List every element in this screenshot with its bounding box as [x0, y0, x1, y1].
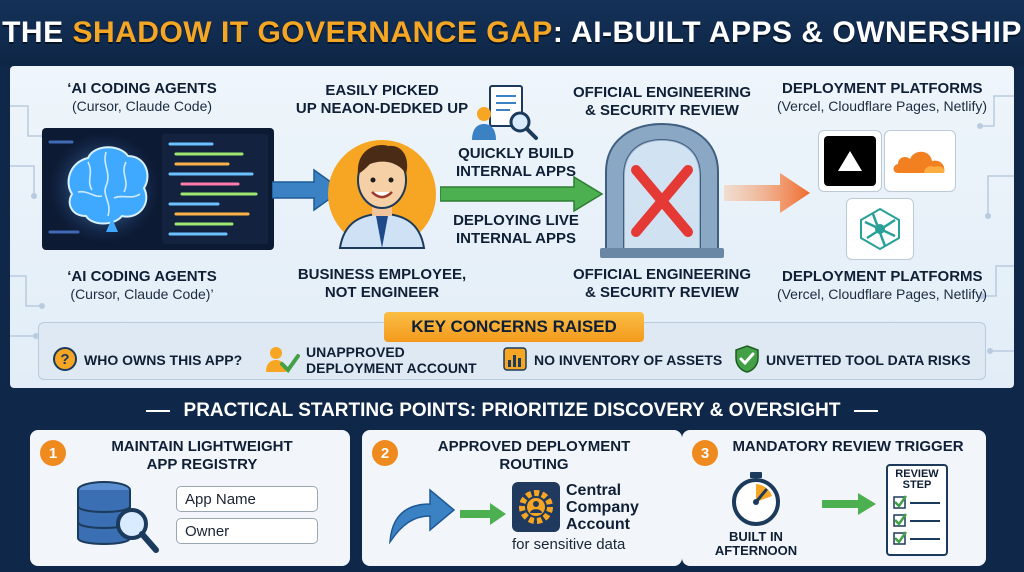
card3-title: MANDATORY REVIEW TRIGGER	[732, 438, 964, 455]
vercel-logo	[818, 130, 882, 192]
gear-user-icon	[512, 482, 560, 532]
netlify-logo	[846, 198, 914, 260]
card-number-1: 1	[40, 440, 66, 466]
account-line1: Central	[566, 482, 622, 499]
sensitive-data-note: for sensitive data	[512, 536, 626, 553]
review-top-line2: & SECURITY REVIEW	[585, 102, 739, 119]
document-search-icon	[472, 85, 538, 140]
database-search-icon	[77, 481, 159, 553]
timer-line1: BUILT IN	[729, 529, 783, 544]
deploy-line2: INTERNAL APPS	[455, 230, 576, 247]
checklist-line1: REVIEW	[895, 468, 939, 480]
review-top-line1: OFFICIAL ENGINEERING	[572, 84, 752, 101]
agents-top-title: ‘AI CODING AGENTS	[67, 80, 217, 97]
concerns-title: KEY CONCERNS RAISED	[384, 312, 644, 342]
circuit-decoration-left	[10, 105, 47, 339]
deploy-line1: DEPLOYING LIVE	[453, 212, 579, 229]
card-deployment-routing: 2 APPROVED DEPLOYMENT ROUTING Central Co…	[362, 430, 682, 566]
concern-owner: WHO OWNS THIS APP?	[84, 352, 243, 368]
question-icon: ?	[53, 347, 77, 371]
account-line2: Company	[566, 499, 639, 516]
checklist-items-icon	[893, 495, 940, 545]
card2-title-line2: ROUTING	[499, 456, 569, 473]
arrow-to-account	[460, 503, 506, 525]
starting-points-heading: PRACTICAL STARTING POINTS: PRIORITIZE DI…	[0, 394, 1024, 428]
checklist-header: REVIEW STEP	[888, 469, 946, 491]
checklist-line2: STEP	[902, 479, 932, 491]
card1-title-line2: APP REGISTRY	[146, 456, 258, 473]
card-number-2: 2	[372, 440, 398, 466]
concern-account-line2: DEPLOYMENT ACCOUNT	[306, 360, 477, 376]
picked-up-line1: EASILY PICKED	[325, 82, 439, 99]
netlify-icon	[860, 207, 900, 251]
title-bar: THE SHADOW IT GOVERNANCE GAP: AI-BUILT A…	[0, 0, 1024, 66]
card2-title-line1: APPROVED DEPLOYMENT	[437, 438, 631, 455]
platforms-bottom-subtitle: (Vercel, Cloudflare Pages, Netlify)	[776, 286, 988, 302]
cloud-icon	[893, 151, 945, 173]
platforms-bottom-title: DEPLOYMENT PLATFORMS	[782, 268, 983, 285]
curved-arrow-icon	[389, 488, 456, 544]
review-checklist: REVIEW STEP	[886, 464, 948, 556]
chart-icon	[503, 347, 527, 371]
agents-top-subtitle: (Cursor, Claude Code)	[71, 98, 213, 114]
triangle-icon	[838, 151, 862, 171]
owner-field: Owner	[176, 518, 318, 544]
arrow-to-checklist	[822, 493, 876, 515]
employee-line1: BUSINESS EMPLOYEE,	[297, 266, 467, 283]
platforms-top-title: DEPLOYMENT PLATFORMS	[782, 80, 983, 97]
timer-line2: AFTERNOON	[714, 543, 798, 558]
stopwatch-icon	[732, 472, 780, 526]
build-line2: INTERNAL APPS	[455, 163, 576, 180]
page-title: THE SHADOW IT GOVERNANCE GAP: AI-BUILT A…	[2, 16, 1022, 49]
timer-label: BUILT IN AFTERNOON	[702, 530, 810, 558]
platforms-top-subtitle: (Vercel, Cloudflare Pages, Netlify)	[776, 98, 988, 114]
card-app-registry: 1 MAINTAIN LIGHTWEIGHT APP REGISTRY App …	[30, 430, 350, 566]
circuit-decoration-right	[977, 95, 1014, 354]
person-icon	[328, 140, 436, 249]
card-number-3: 3	[692, 440, 718, 466]
card-review-trigger: 3 MANDATORY REVIEW TRIGGER BUILT IN AFTE…	[682, 430, 986, 566]
agents-bottom-subtitle: (Cursor, Claude Code)’	[70, 286, 214, 302]
account-line3: Account	[566, 516, 630, 533]
build-line1: QUICKLY BUILD	[458, 145, 574, 162]
arrow-to-platforms	[724, 173, 810, 213]
app-name-field: App Name	[176, 486, 318, 512]
arrow-to-review	[440, 176, 604, 212]
ai-agent-screen	[42, 128, 274, 250]
brain-icon	[42, 128, 274, 250]
concern-account-line1: UNAPPROVED	[306, 344, 405, 360]
shield-check-icon	[735, 345, 759, 373]
svg-text:?: ?	[60, 351, 69, 368]
arrow-to-employee	[272, 168, 344, 212]
heading-rule-left	[145, 410, 170, 412]
agents-bottom-title: ‘AI CODING AGENTS	[67, 268, 217, 285]
employee-line2: NOT ENGINEER	[324, 284, 440, 301]
cloudflare-logo	[884, 130, 956, 192]
picked-up-line2: UP NEAON-DEDKED UP	[295, 100, 469, 117]
card1-title-line1: MAINTAIN LIGHTWEIGHT	[111, 438, 293, 455]
central-account-label: Central Company Account	[566, 482, 639, 533]
security-gate-icon	[600, 122, 724, 258]
concern-inventory: NO INVENTORY OF ASSETS	[534, 352, 723, 368]
heading-rule-right	[854, 410, 879, 412]
user-check-icon	[266, 347, 300, 374]
review-bottom-line2: & SECURITY REVIEW	[585, 284, 739, 301]
starting-points-title: PRACTICAL STARTING POINTS: PRIORITIZE DI…	[183, 400, 841, 421]
review-bottom-line1: OFFICIAL ENGINEERING	[572, 266, 752, 283]
concern-data-risks: UNVETTED TOOL DATA RISKS	[766, 352, 971, 368]
